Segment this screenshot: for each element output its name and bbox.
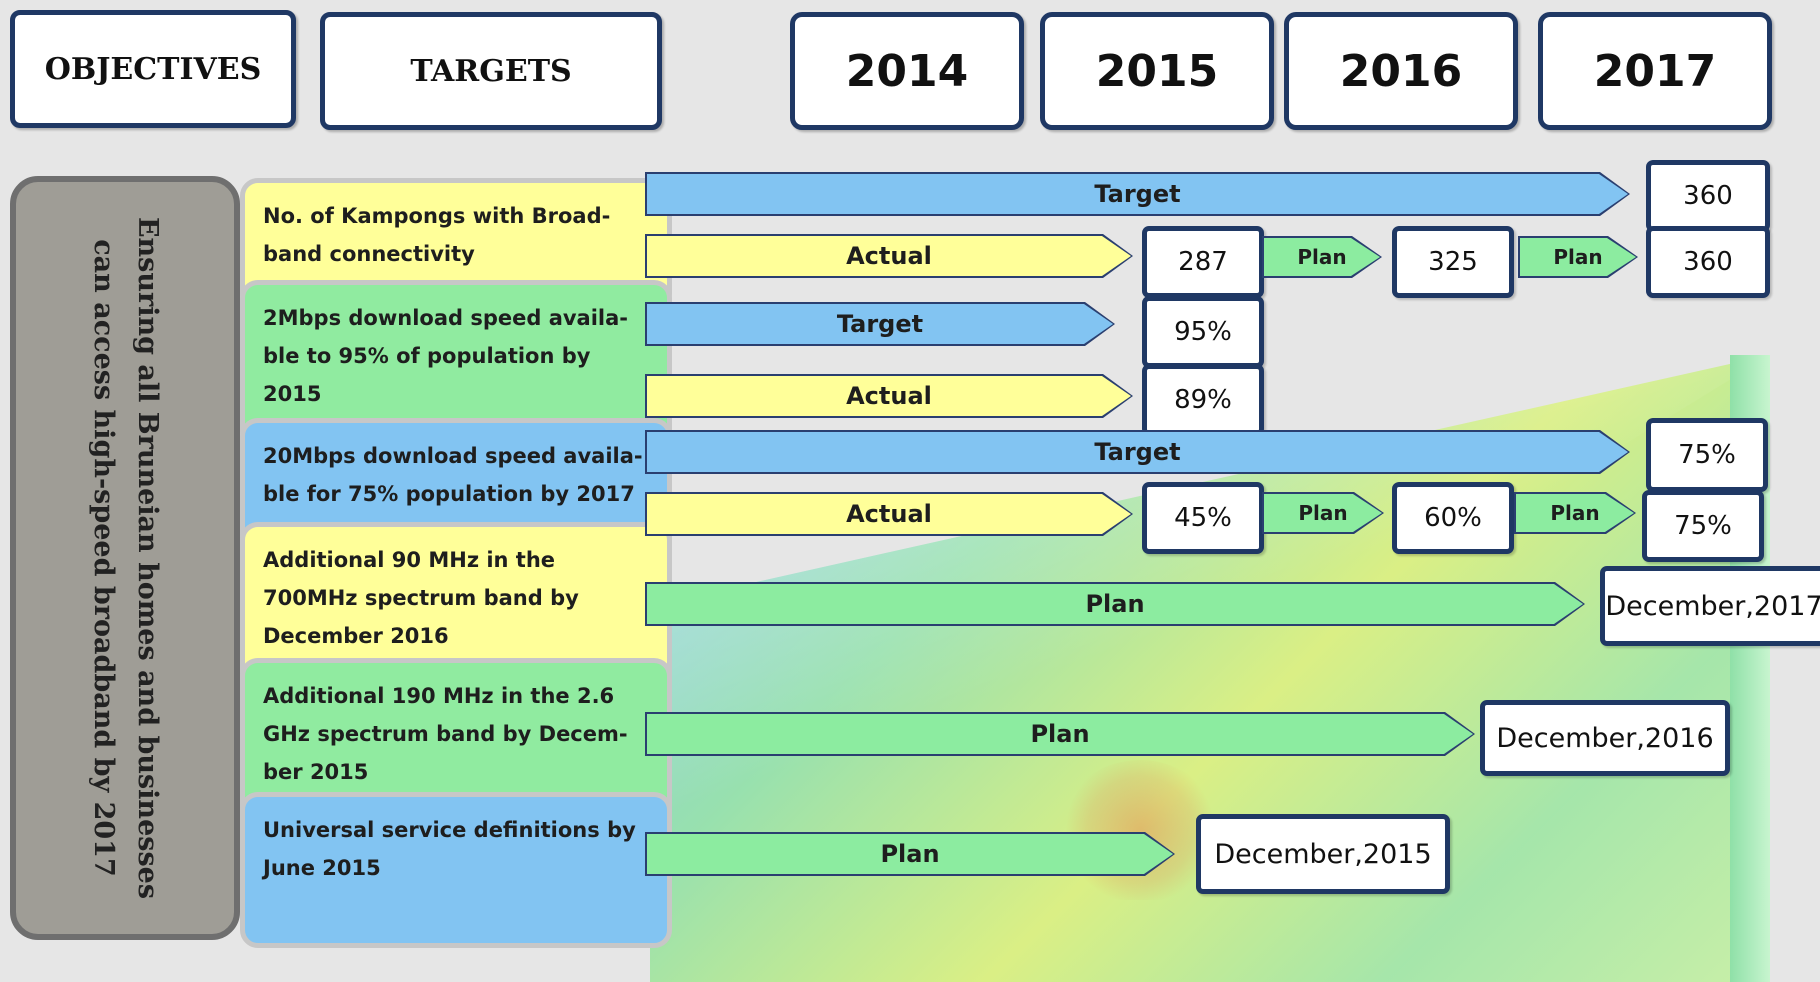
mbps20-target-arrow: Target — [645, 430, 1630, 474]
target-line: June 2015 — [263, 856, 381, 880]
mbps20-plan1-arrow: Plan — [1262, 492, 1384, 534]
value-text: 45% — [1174, 503, 1232, 533]
objectives-header: OBJECTIVES — [10, 10, 296, 128]
arrow-label: Target — [836, 310, 924, 338]
target-line: Additional 190 MHz in the 2.6 — [263, 684, 615, 708]
target-line: 20Mbps download speed availa- — [263, 444, 643, 468]
value-text: 89% — [1174, 385, 1232, 415]
arrow-label: Plan — [1553, 245, 1603, 269]
year-header-2016: 2016 — [1284, 12, 1518, 130]
value-text: 60% — [1424, 503, 1482, 533]
kampongs-plan1-value: 325 — [1392, 226, 1514, 298]
target-line: No. of Kampongs with Broad- — [263, 204, 611, 228]
kampongs-actual-arrow: Actual — [645, 234, 1133, 278]
value-text: 325 — [1428, 247, 1478, 277]
kampongs-actual-value: 287 — [1142, 226, 1264, 298]
mbps2-target-arrow: Target — [645, 302, 1115, 346]
background-emblem — [1060, 760, 1220, 900]
arrow-label: Actual — [846, 382, 932, 410]
kampongs-plan1-arrow: Plan — [1262, 236, 1382, 278]
mbps2-actual-arrow: Actual — [645, 374, 1133, 418]
target-line: December 2016 — [263, 624, 449, 648]
usd-deadline-date: December,2015 — [1196, 814, 1450, 894]
value-text: 360 — [1683, 247, 1733, 277]
arrow-label: Actual — [846, 500, 932, 528]
mbps20-plan2-value: 75% — [1642, 490, 1764, 562]
targets-header: TARGETS — [320, 12, 662, 130]
mbps20-actual-value: 45% — [1142, 482, 1264, 554]
targets-header-label: TARGETS — [410, 53, 572, 89]
arrow-label: Target — [1094, 180, 1181, 208]
value-text: 287 — [1178, 247, 1228, 277]
arrow-label: Plan — [1550, 501, 1600, 525]
year-header-2014: 2014 — [790, 12, 1024, 130]
date-text: December,2015 — [1214, 838, 1432, 870]
mbps20-plan1-value: 60% — [1392, 482, 1514, 554]
target-line: ber 2015 — [263, 760, 369, 784]
value-text: 75% — [1678, 440, 1736, 470]
arrow-label: Target — [1094, 438, 1181, 466]
year-label: 2016 — [1339, 45, 1463, 97]
target-line: ble to 95% of population by — [263, 344, 591, 368]
date-text: December,2017 — [1605, 590, 1820, 622]
arrow-label: Plan — [1030, 720, 1090, 748]
year-label: 2017 — [1593, 45, 1717, 97]
ghz26-deadline-date: December,2016 — [1480, 700, 1730, 776]
arrow-label: Actual — [846, 242, 932, 270]
arrow-label: Plan — [1298, 501, 1348, 525]
objectives-header-label: OBJECTIVES — [44, 51, 262, 87]
mbps2-target-value: 95% — [1142, 296, 1264, 368]
kampongs-target-value: 360 — [1646, 160, 1770, 232]
target-line: 2015 — [263, 382, 322, 406]
date-text: December,2016 — [1496, 722, 1714, 754]
target-line: Additional 90 MHz in the — [263, 548, 556, 572]
objective-line-2: can access high-speed broadband by 2017 — [88, 239, 119, 877]
mbps20-actual-arrow: Actual — [645, 492, 1133, 536]
mbps2-actual-value: 89% — [1142, 364, 1264, 436]
mbps20-target-value: 75% — [1646, 418, 1768, 492]
arrow-label: Plan — [880, 840, 940, 868]
year-header-2015: 2015 — [1040, 12, 1274, 130]
value-text: 360 — [1683, 181, 1733, 211]
year-label: 2014 — [845, 45, 969, 97]
target-line: Universal service definitions by — [263, 818, 636, 842]
kampongs-target-arrow: Target — [645, 172, 1630, 216]
target-line: 2Mbps download speed availa- — [263, 306, 629, 330]
target-line: GHz spectrum band by Decem- — [263, 722, 628, 746]
mbps20-plan2-arrow: Plan — [1514, 492, 1636, 534]
year-label: 2015 — [1095, 45, 1219, 97]
usd-plan-arrow: Plan — [645, 832, 1175, 876]
mhz700-plan-arrow: Plan — [645, 582, 1585, 626]
kampongs-plan2-arrow: Plan — [1518, 236, 1638, 278]
mhz700-deadline-date: December,2017 — [1600, 566, 1820, 646]
ghz26-plan-arrow: Plan — [645, 712, 1475, 756]
target-line: band connectivity — [263, 242, 475, 266]
target-line: ble for 75% population by 2017 — [263, 482, 635, 506]
target-card-universal-service: Universal service definitions by June 20… — [240, 792, 672, 948]
arrow-label: Plan — [1085, 590, 1145, 618]
target-line: 700MHz spectrum band by — [263, 586, 579, 610]
objective-panel: Ensuring all Bruneian homes and business… — [10, 176, 240, 940]
value-text: 75% — [1674, 511, 1732, 541]
year-header-2017: 2017 — [1538, 12, 1772, 130]
kampongs-plan2-value: 360 — [1646, 226, 1770, 298]
arrow-label: Plan — [1297, 245, 1347, 269]
objective-text: Ensuring all Bruneian homes and business… — [81, 208, 169, 908]
objective-line-1: Ensuring all Bruneian homes and business… — [132, 216, 163, 900]
value-text: 95% — [1174, 317, 1232, 347]
